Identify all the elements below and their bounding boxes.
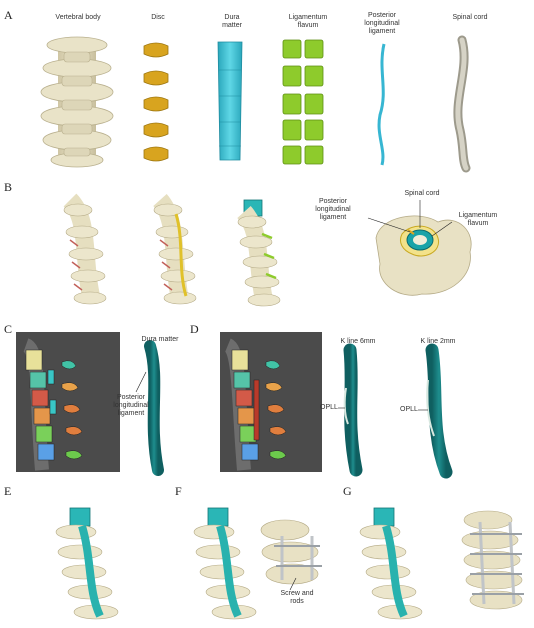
screw-rod-construct-f	[261, 520, 322, 590]
model-f	[194, 508, 256, 619]
label-c-pll: Posterior longitudinal ligament	[100, 394, 162, 418]
label-d-opll-2: OPLL	[398, 406, 420, 414]
label-d-kline-6mm: K line 6mm	[330, 338, 386, 346]
vertebral-column-front	[41, 37, 113, 167]
pll-model	[379, 44, 384, 165]
label-f-screw-rods: Screw and rods	[272, 590, 322, 606]
label-b-pll: Posterior longitudinal ligament	[298, 198, 368, 222]
lateral-spine-1	[64, 200, 106, 304]
lateral-spine-3	[238, 200, 280, 306]
label-b-spinal-cord: Spinal cord	[392, 190, 452, 198]
ligamentum-flavum-model	[283, 40, 323, 164]
lateral-spine-2	[154, 200, 196, 304]
dura-matter-model	[218, 42, 242, 160]
model-e	[56, 508, 118, 619]
label-d-kline-2mm: K line 2mm	[410, 338, 466, 346]
k-line-2mm-model	[418, 350, 446, 472]
label-d-opll-1: OPLL	[318, 404, 340, 412]
label-b-ligamentum-flavum: Ligamentum flavum	[450, 212, 506, 228]
discs	[144, 43, 168, 161]
label-c-dura-matter: Dura matter	[130, 336, 190, 344]
model-g	[360, 508, 422, 619]
k-line-6mm-model	[338, 350, 356, 470]
screw-rod-construct-g	[462, 511, 524, 609]
